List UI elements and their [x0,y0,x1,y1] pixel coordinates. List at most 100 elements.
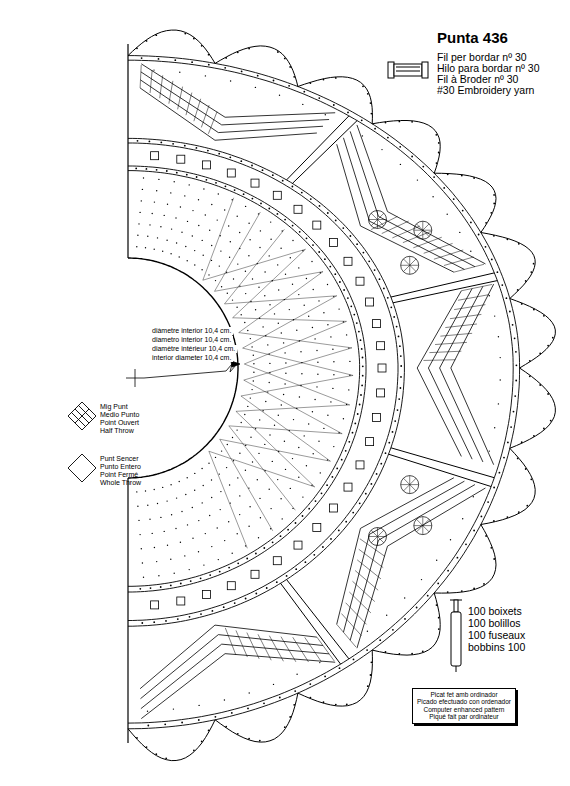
pinhole [147,236,148,237]
pinhole [252,461,253,462]
pinhole [316,386,317,387]
ground-line [203,249,306,280]
pinhole [217,527,218,528]
half-stitch-hatch [355,571,378,591]
pinhole [498,403,499,404]
pinhole [241,71,243,73]
scallop [298,650,373,706]
pinhole [233,278,234,279]
pinhole [196,147,198,149]
pinhole [241,422,242,423]
spider-leg [409,256,410,265]
pinhole [299,231,301,233]
spider-leg [422,230,423,239]
pinhole [177,618,179,620]
spider-leg [369,219,378,220]
chevron [417,291,461,368]
pinhole [205,533,206,534]
half-stitch-hatch [440,333,472,336]
pinhole [198,705,199,706]
pinhole [192,235,193,236]
pinhole [281,404,282,405]
pinhole [239,453,240,454]
pinhole [462,210,464,212]
pinhole [221,450,222,451]
bobbin-icon [450,600,462,672]
pinhole [207,150,209,152]
pinhole [194,490,195,491]
pinhole [180,583,182,585]
pinhole [327,415,328,416]
legend-text: Point Fermé [100,471,138,479]
pinhole [154,489,155,490]
pinhole [245,598,247,600]
pinhole [376,473,378,475]
pinhole [494,427,495,428]
pinhole [149,224,150,225]
pinhole [284,441,285,442]
spider-leg [410,484,419,485]
pinhole [450,539,451,540]
spider-leg [422,517,423,526]
pinhole [470,251,471,252]
pinhole [302,515,304,517]
pinhole [198,520,199,521]
pinhole [234,189,236,191]
pinhole [278,289,279,290]
pinhole [218,153,220,155]
half-stitch-hatch [341,614,361,636]
ground-line [243,348,353,375]
pinhole [170,253,171,254]
pinhole [152,533,153,534]
pinhole [284,219,286,221]
pinhole [447,214,448,215]
legend-text: Mig Punt [100,403,128,411]
pinhole [500,357,501,358]
pinhole [156,169,158,171]
pinhole [298,294,299,295]
pinhole [139,534,140,535]
ground-line [244,321,346,364]
ring-line [128,171,360,587]
pinhole [263,547,265,549]
pinhole [323,428,324,429]
pinhole [332,388,333,389]
pinhole [416,607,418,609]
pinhole [139,212,140,213]
pinhole [533,263,535,265]
pinhole [270,239,271,240]
chevron [369,481,464,534]
pinhole [343,418,344,419]
pinhole [176,172,178,174]
pinhole [218,193,219,194]
chevron [440,368,483,462]
pinhole [209,230,210,231]
pinhole [224,67,226,69]
pinhole [166,500,167,501]
pinhole [276,581,278,583]
pinhole [208,274,209,275]
pinhole [224,209,225,210]
pinhole [295,522,297,524]
pinhole [220,509,221,510]
pinhole [317,374,318,375]
pinhole [319,662,320,663]
pinhole [302,496,303,497]
pinhole [259,419,260,420]
chevron [428,289,472,368]
pinhole [167,545,168,546]
pinhole [164,215,165,216]
pinhole [292,240,293,241]
whole-stitch-square [356,461,364,469]
half-stitch-hatch [413,237,441,248]
pinhole [374,128,376,130]
pinhole [284,383,285,384]
pinhole [359,404,361,406]
spool-icon [388,62,428,78]
pinhole [240,160,242,162]
pinhole [509,311,511,313]
pinhole [404,618,406,620]
spider-leg [416,519,422,525]
pinhole [203,564,204,565]
pinhole [245,445,246,446]
